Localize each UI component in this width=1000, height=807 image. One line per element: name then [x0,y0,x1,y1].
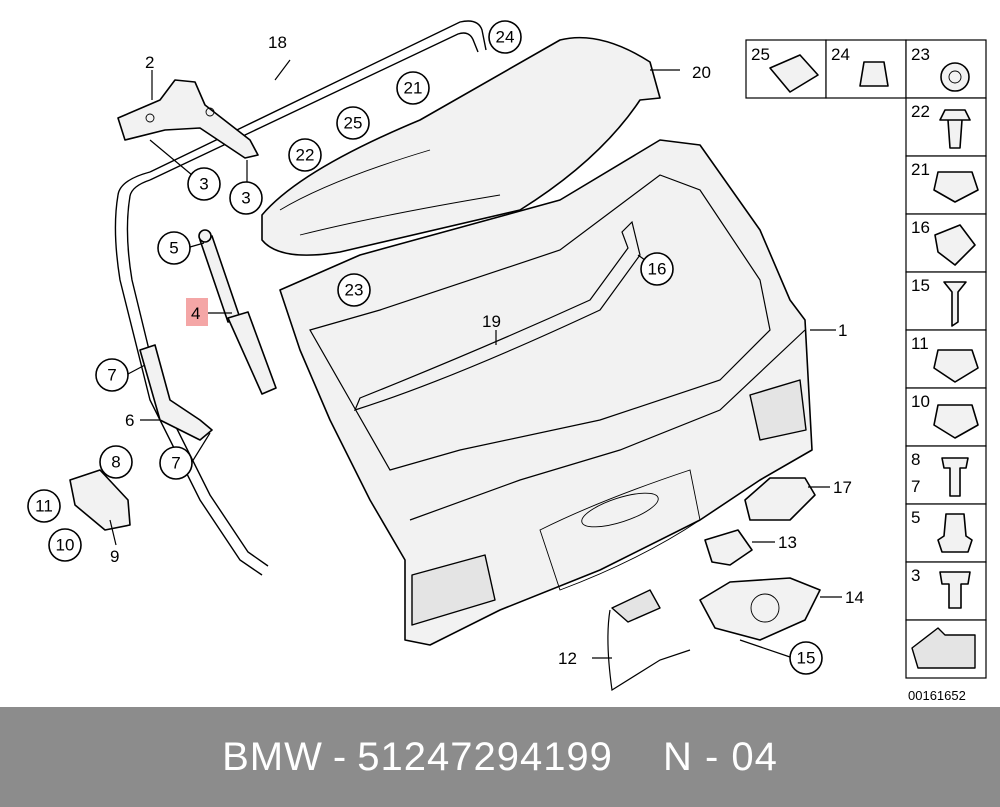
screw-icon [943,281,967,327]
footer-position: N - 04 [662,734,778,779]
spoiler [261,36,661,256]
clip-icon [769,54,819,93]
callout-4: 4 [191,304,200,323]
plain-callouts: 2 18 20 1 19 6 9 17 13 14 12 [110,33,864,668]
legend-25: 25 [751,45,770,64]
callout-2: 2 [145,53,154,72]
nut-icon-11 [933,349,979,383]
tailgate-lock [699,577,821,641]
callout-6: 6 [125,411,134,430]
diagram-code: 00161652 [908,688,966,703]
footer-part-number: 51247294199 [357,734,613,779]
legend-side-column: 22 21 16 15 11 10 8 7 5 3 [905,97,987,679]
clip-nut-icon [934,224,976,266]
plug-icon [940,62,970,92]
stud-icon [937,513,973,553]
bracket [139,344,213,441]
callout-9: 9 [110,547,119,566]
legend-5: 5 [911,508,920,527]
callout-13: 13 [778,533,797,552]
legend-21: 21 [911,160,930,179]
callout-25: 25 [344,114,363,133]
handle [744,477,816,521]
legend-11: 11 [911,334,929,353]
callout-24: 24 [496,28,515,47]
highlighted-callout-4: 4 [186,298,208,326]
callout-11: 11 [35,497,53,516]
footer-brand: BMW [222,734,323,779]
legend-7: 7 [911,477,920,496]
callout-18: 18 [268,33,287,52]
legend-top-row: 25 24 23 [745,39,987,99]
bolt-icon-8 [941,457,969,497]
tailgate-panel [279,139,813,646]
callout-8: 8 [111,453,120,472]
callout-7a: 7 [107,366,116,385]
legend-10: 10 [911,392,930,411]
callout-21: 21 [404,79,423,98]
parts-diagram: 2 18 20 1 19 6 9 17 13 14 12 4 24 21 25 … [27,20,987,703]
legend-8: 8 [911,450,920,469]
arrow-icon [911,627,976,669]
callout-14: 14 [845,588,864,607]
callout-20: 20 [692,63,711,82]
hinge [117,79,259,159]
highlight-box [186,298,208,326]
striker [69,469,131,531]
callout-19: 19 [482,312,501,331]
legend-3: 3 [911,566,920,585]
cover [704,529,753,566]
callout-1: 1 [838,321,847,340]
nut-icon-10 [933,404,979,439]
callout-15: 15 [797,649,816,668]
callout-10: 10 [56,536,75,555]
callout-3b: 3 [241,189,250,208]
callout-22: 22 [296,146,315,165]
callout-16: 16 [648,260,667,279]
legend-15: 15 [911,276,930,295]
legend-24: 24 [831,45,850,64]
cable [607,589,691,691]
gas-strut [198,229,277,395]
legend-22: 22 [911,102,930,121]
callout-12: 12 [558,649,577,668]
nut-icon [933,171,979,203]
callout-3a: 3 [199,175,208,194]
callout-17: 17 [833,478,852,497]
grommet-icon [859,61,889,87]
footer-bar: BMW - 51247294199 N - 04 [0,707,1000,807]
bolt-icon-3 [939,571,971,609]
bolt-washer-icon [939,109,971,149]
callout-5: 5 [169,239,178,258]
callout-23: 23 [345,281,364,300]
legend-23: 23 [911,45,930,64]
legend-16: 16 [911,218,930,237]
callout-7b: 7 [171,454,180,473]
footer-sep-1: - [332,734,348,779]
circled-callouts: 24 21 25 22 3 3 5 23 16 7 7 8 11 10 15 [27,20,823,675]
